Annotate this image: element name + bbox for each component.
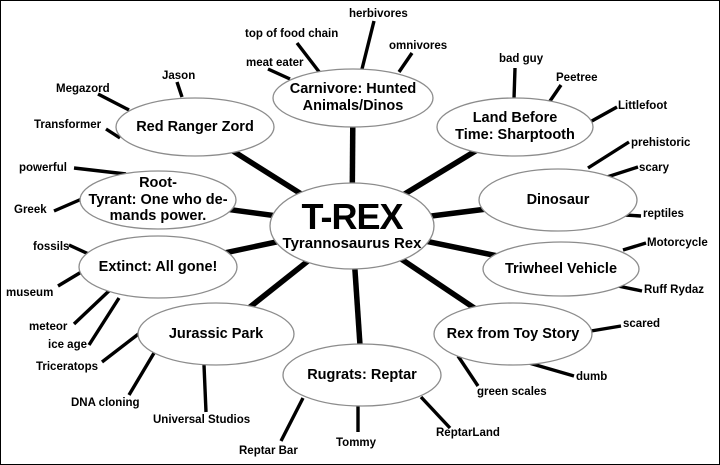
line-prehistoric (587, 140, 630, 170)
line-ice-age (87, 297, 121, 346)
line-littlefoot (589, 105, 618, 124)
line-powerful (73, 166, 127, 176)
ellipse-rex-toy-story (433, 302, 593, 366)
ellipse-carnivore (272, 68, 434, 128)
line-top-of-food-chain (295, 41, 322, 75)
ellipse-rugrats-reptar (282, 343, 442, 407)
line-jason (175, 81, 184, 98)
ellipse-dinosaur (478, 168, 638, 232)
line-bad-guy (512, 67, 517, 100)
line-dna-cloning (127, 352, 156, 396)
line-ruff-rydaz (617, 284, 643, 293)
line-meat-eater (267, 67, 291, 81)
ellipse-red-ranger-zord (115, 97, 275, 157)
line-universal-studios (202, 364, 208, 413)
node-ellipses (78, 68, 640, 407)
line-scared (590, 324, 622, 333)
leaf-connector-lines (53, 20, 647, 442)
line-motorcycle (622, 241, 647, 252)
line-greek (53, 196, 85, 213)
line-triceratops (100, 330, 143, 364)
line-transformer (105, 127, 121, 140)
line-dumb (528, 361, 575, 378)
ellipse-triwheel-vehicle (482, 241, 640, 297)
ellipse-land-before-time (436, 97, 594, 157)
ellipse-tyrant (79, 170, 237, 230)
ellipse-jurassic-park (137, 302, 295, 366)
line-green-scales (456, 355, 480, 387)
line-herbivores (360, 20, 376, 70)
center-ellipse (269, 182, 435, 270)
line-reptar-bar (279, 397, 305, 442)
ellipse-extinct (78, 235, 238, 299)
line-meteor (72, 287, 113, 326)
line-reptarland (419, 395, 452, 430)
line-scary (606, 165, 639, 179)
line-museum (57, 269, 84, 288)
line-megazord (97, 92, 130, 112)
line-omnivores (397, 52, 414, 73)
